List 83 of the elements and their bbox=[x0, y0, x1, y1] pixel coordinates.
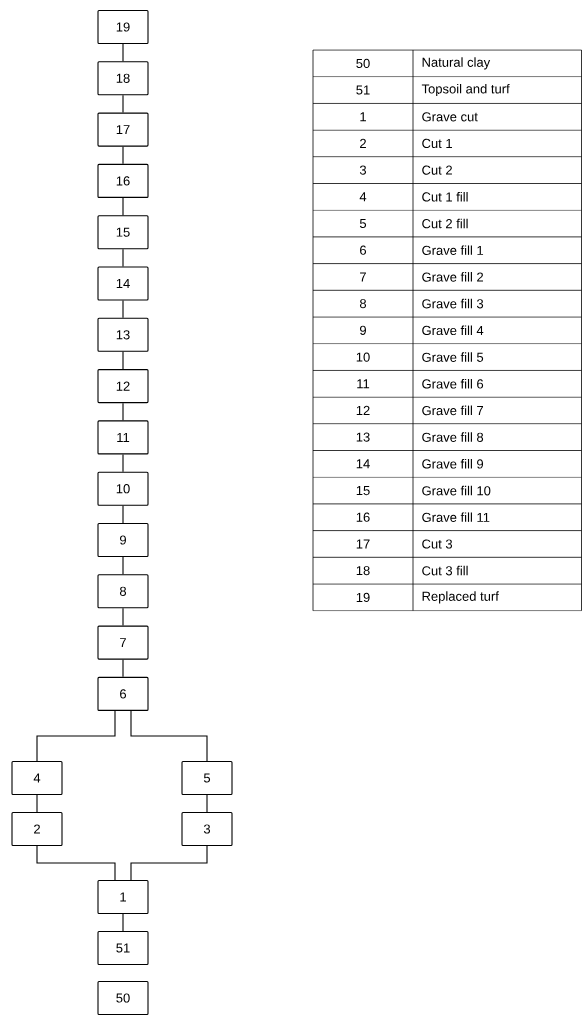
connector-line bbox=[122, 248, 124, 267]
table-cell: Grave fill 9 bbox=[422, 459, 484, 469]
table-cell: 6 bbox=[360, 245, 367, 255]
unit-box: 19 bbox=[97, 9, 149, 45]
connector-line bbox=[122, 197, 124, 216]
unit-box: 6 bbox=[97, 676, 149, 711]
table-cell: 51 bbox=[356, 85, 370, 95]
table-cell: Grave fill 7 bbox=[422, 405, 483, 416]
unit-box: 1 bbox=[97, 879, 149, 915]
connector-line bbox=[122, 402, 124, 421]
table-cell: 2 bbox=[360, 138, 366, 148]
connector-line bbox=[122, 94, 124, 114]
table-cell: Grave fill 4 bbox=[422, 325, 484, 336]
table-cell: 17 bbox=[356, 539, 370, 549]
table-cell: 1 bbox=[360, 112, 366, 122]
unit-box: 17 bbox=[97, 112, 149, 147]
table-cell: Grave cut bbox=[422, 112, 478, 122]
table-cell: 9 bbox=[360, 325, 366, 335]
table-cell: Replaced turf bbox=[422, 591, 499, 604]
connector-line bbox=[36, 709, 116, 763]
unit-box: 7 bbox=[97, 625, 149, 660]
unit-box: 8 bbox=[97, 574, 149, 609]
table-cell: 7 bbox=[360, 272, 366, 282]
connector-line bbox=[130, 709, 208, 763]
unit-box: 5 bbox=[181, 760, 233, 796]
table-cell: 5 bbox=[359, 218, 367, 229]
connector-line bbox=[122, 607, 124, 627]
connector-line bbox=[122, 351, 124, 370]
connector-line bbox=[122, 300, 124, 319]
table-cell: Grave fill 5 bbox=[422, 352, 484, 362]
table-cell: Grave fill 11 bbox=[422, 512, 490, 522]
connector-line bbox=[122, 453, 124, 473]
connector-line bbox=[122, 146, 124, 165]
table-cell: Grave fill 6 bbox=[422, 379, 484, 389]
unit-box: 9 bbox=[97, 522, 149, 558]
table-cell: 3 bbox=[359, 165, 367, 175]
unit-box: 12 bbox=[97, 369, 149, 404]
unit-box: 10 bbox=[97, 471, 149, 506]
table-cell: Grave fill 10 bbox=[422, 485, 491, 496]
table-cell: Cut 2 fill bbox=[422, 218, 468, 229]
unit-box: 14 bbox=[97, 266, 149, 301]
table-cell: Cut 2 bbox=[422, 165, 452, 175]
unit-box: 2 bbox=[11, 811, 63, 847]
connector-line bbox=[36, 794, 38, 813]
table-cell: Topsoil and turf bbox=[421, 83, 510, 97]
connector-line bbox=[122, 505, 124, 524]
table-cell: Grave fill 3 bbox=[422, 298, 484, 309]
unit-box: 11 bbox=[97, 420, 149, 455]
connector-line bbox=[206, 794, 208, 813]
unit-box: 15 bbox=[97, 215, 149, 250]
connector-line bbox=[122, 659, 124, 678]
table-cell: 18 bbox=[356, 566, 370, 576]
table-cell: 50 bbox=[356, 58, 370, 68]
table-cell: 13 bbox=[356, 432, 370, 442]
unit-box: 4 bbox=[11, 760, 63, 796]
table-cell: Grave fill 2 bbox=[422, 272, 483, 282]
table-cell: 16 bbox=[356, 512, 370, 522]
connector-line bbox=[130, 844, 208, 882]
unit-box: 16 bbox=[97, 163, 149, 198]
table-cell: Cut 1 fill bbox=[422, 192, 468, 202]
unit-box: 13 bbox=[97, 317, 149, 352]
table-cell: 10 bbox=[356, 352, 370, 362]
table-cell: Natural clay bbox=[422, 57, 491, 70]
unit-box: 50 bbox=[97, 980, 149, 1016]
connector-line bbox=[36, 844, 116, 882]
table-cell: Grave fill 1 bbox=[422, 245, 484, 255]
table-cell: 12 bbox=[356, 405, 370, 415]
unit-box: 3 bbox=[181, 811, 233, 847]
table-cell: Cut 3 fill bbox=[422, 565, 468, 576]
table-cell: 8 bbox=[359, 299, 367, 309]
connector-line bbox=[122, 43, 124, 62]
table-cell: Cut 3 bbox=[422, 539, 453, 549]
unit-box: 51 bbox=[97, 930, 149, 966]
table-cell: 11 bbox=[357, 379, 370, 389]
table-cell: Grave fill 8 bbox=[422, 432, 484, 442]
connector-line bbox=[122, 913, 124, 932]
table-cell: 19 bbox=[356, 592, 370, 602]
table-cell: Cut 1 bbox=[422, 138, 452, 148]
table-cell: 4 bbox=[359, 192, 367, 202]
table-cell: 15 bbox=[356, 486, 370, 496]
unit-box: 18 bbox=[97, 61, 149, 96]
connector-line bbox=[122, 556, 124, 575]
table-cell: 14 bbox=[356, 459, 370, 469]
